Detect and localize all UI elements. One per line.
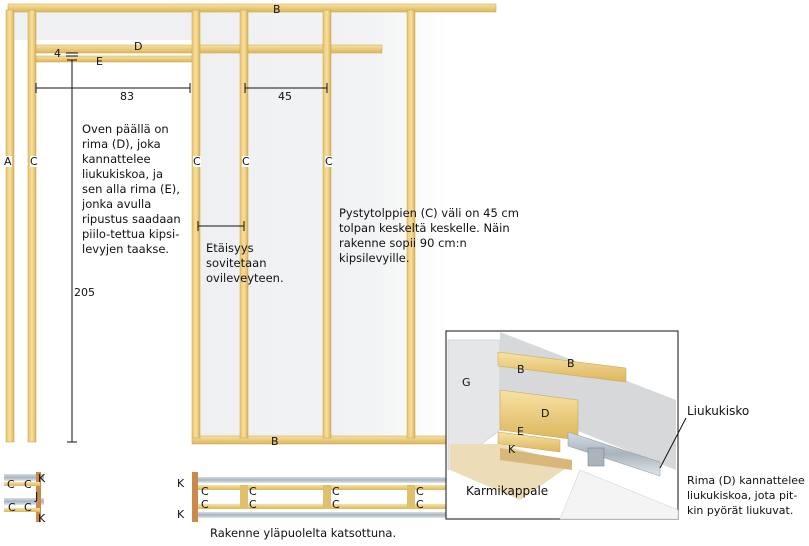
inset-label-e: E bbox=[517, 425, 524, 438]
label-c2: C bbox=[193, 155, 201, 168]
stud-c5 bbox=[406, 9, 416, 439]
label-c4: C bbox=[325, 155, 333, 168]
top-view-right bbox=[192, 472, 448, 522]
stud-c1 bbox=[27, 9, 37, 443]
tv-label-c-r8: C bbox=[416, 498, 424, 511]
tv-label-c-r7: C bbox=[332, 498, 340, 511]
tv-label-c-l3: C bbox=[8, 501, 16, 514]
inset-label-d: D bbox=[541, 407, 550, 420]
top-view-caption: Rakenne yläpuolelta katsottuna. bbox=[210, 526, 397, 540]
label-d: D bbox=[134, 40, 143, 53]
stud-spacing-annotation: Pystytolppien (C) väli on 45 cm tolpan k… bbox=[339, 206, 519, 265]
stud-c2 bbox=[191, 9, 201, 439]
dimension-83-label: 83 bbox=[120, 90, 134, 103]
wall-board-left bbox=[8, 8, 198, 40]
label-b-top: B bbox=[273, 3, 281, 16]
dimension-83 bbox=[35, 83, 191, 93]
tv-label-c-l2: C bbox=[24, 478, 32, 491]
dimension-distance bbox=[197, 221, 245, 231]
dimension-205-label: 205 bbox=[74, 286, 95, 299]
dimension-205 bbox=[67, 59, 77, 443]
dimension-45 bbox=[244, 83, 328, 93]
tv-label-c-r1: C bbox=[201, 485, 209, 498]
dimension-4-label: 4 bbox=[54, 47, 61, 60]
tv-label-k3: K bbox=[177, 477, 185, 490]
tv-label-c-r2: C bbox=[249, 485, 257, 498]
tv-label-k1: K bbox=[38, 472, 46, 485]
distance-annotation: Etäisyys sovitetaan ovileveyteen. bbox=[206, 241, 284, 285]
inset-label-b2: B bbox=[567, 357, 575, 370]
label-c1: C bbox=[30, 155, 38, 168]
tv-label-j: J bbox=[35, 490, 39, 503]
inset-label-b1: B bbox=[517, 363, 525, 376]
label-a: A bbox=[4, 155, 12, 168]
tv-label-c-r3: C bbox=[332, 485, 340, 498]
stud-c4 bbox=[322, 9, 332, 439]
tv-label-c-r4: C bbox=[416, 485, 424, 498]
rail-label: Liukukisko bbox=[687, 404, 750, 418]
label-c3: C bbox=[242, 155, 250, 168]
door-beam-annotation: Oven päällä on rima (D), joka kannattele… bbox=[82, 122, 181, 256]
tv-label-c-l1: C bbox=[7, 478, 15, 491]
tv-label-c-r6: C bbox=[249, 498, 257, 511]
label-e: E bbox=[96, 55, 103, 68]
inset-illustration bbox=[445, 330, 687, 520]
top-view-left bbox=[4, 472, 44, 522]
dimension-45-label: 45 bbox=[278, 90, 292, 103]
stud-a bbox=[5, 9, 15, 443]
dimension-4 bbox=[66, 52, 78, 57]
tv-label-k2: K bbox=[38, 512, 46, 525]
inset-label-k: K bbox=[508, 443, 516, 456]
rail-caption: Rima (D) kannattelee liukukiskoa, jota p… bbox=[687, 474, 805, 517]
tv-label-k4: K bbox=[177, 508, 185, 521]
tv-label-c-r5: C bbox=[201, 498, 209, 511]
tv-label-c-l4: C bbox=[24, 501, 32, 514]
inset-frame-label: Karmikappale bbox=[466, 484, 549, 498]
top-plate-b bbox=[7, 3, 497, 13]
label-b-bottom: B bbox=[271, 435, 279, 448]
inset-label-g: G bbox=[462, 376, 471, 389]
